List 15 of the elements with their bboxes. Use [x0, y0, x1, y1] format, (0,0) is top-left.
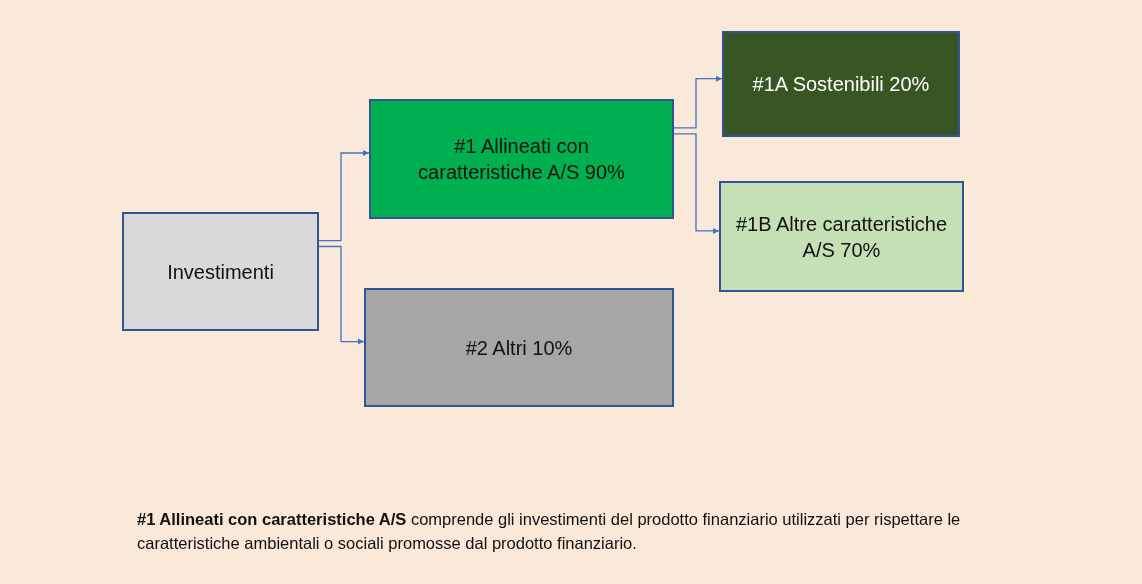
arrow — [673, 75, 723, 129]
process-box — [719, 181, 964, 292]
arrow — [673, 133, 720, 235]
caption: #1 Allineati con caratteristiche A/S comprende gli investimenti del prodotto finanziario utilizzati per rispettare le caratteristiche ambientali o sociali promosse dal prodotto finanziario. — [137, 509, 962, 554]
box-label: #1 Allineati con caratteristiche A/S 90% — [417, 134, 626, 185]
box-label: Investimenti — [167, 259, 274, 285]
process-box — [369, 99, 674, 219]
box-label: #2 Altri 10% — [465, 335, 573, 361]
arrow — [318, 149, 370, 242]
process-box — [722, 31, 960, 137]
arrow — [318, 245, 365, 345]
process-box — [364, 288, 674, 407]
box-label: #1A Sostenibili 20% — [752, 72, 930, 97]
process-box — [122, 212, 319, 331]
box-label: #1B Altre caratteristiche A/S 70% — [734, 211, 949, 263]
